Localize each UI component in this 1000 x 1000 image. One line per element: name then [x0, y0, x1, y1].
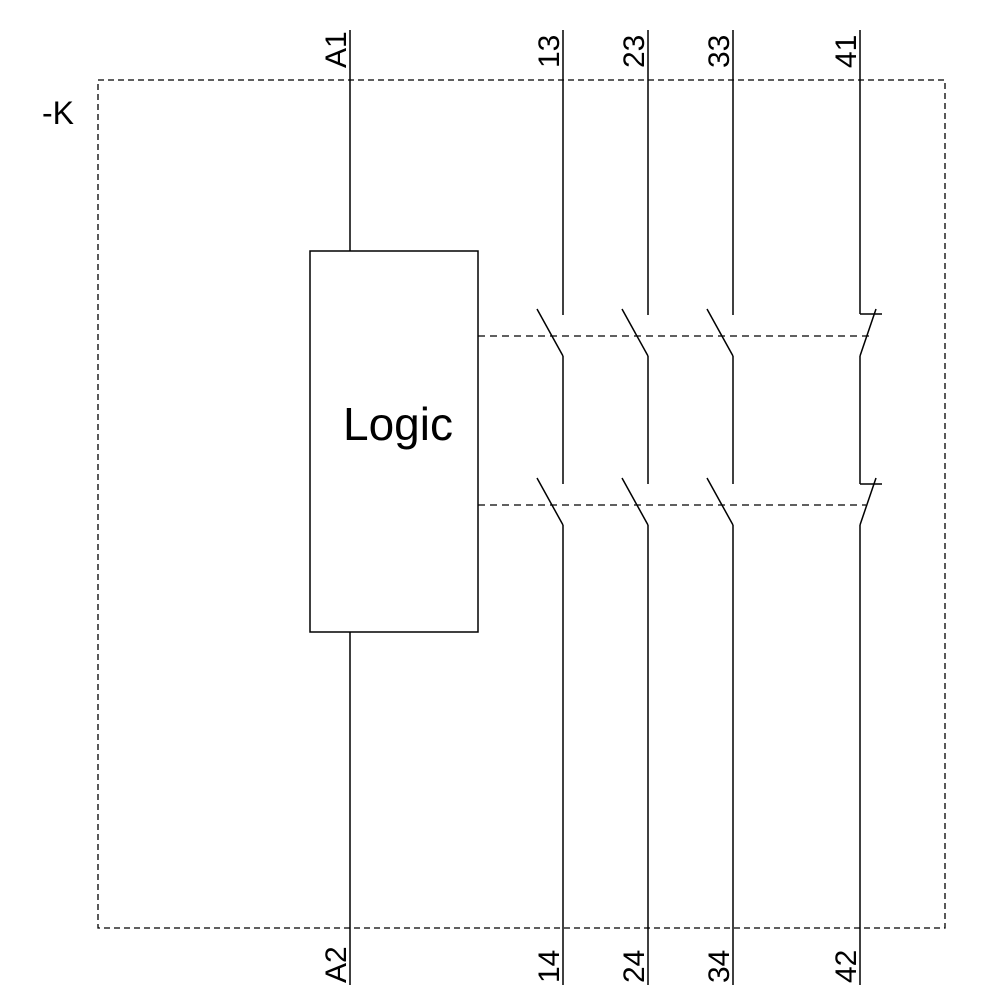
- logic-block: [309, 250, 479, 633]
- terminal-14: 14: [533, 950, 566, 983]
- terminal-13: 13: [533, 35, 566, 68]
- contact-blade: [536, 308, 564, 357]
- contact-blade: [706, 308, 734, 357]
- contact-41-42: 41 42: [830, 30, 882, 985]
- terminal-A2: A2: [320, 946, 353, 983]
- terminal-23: 23: [618, 35, 651, 68]
- device-label: -K: [42, 95, 74, 131]
- terminal-33: 33: [703, 35, 736, 68]
- contact-blade: [536, 477, 564, 526]
- terminal-42: 42: [830, 950, 863, 983]
- contact-blade: [859, 308, 877, 357]
- contact-blade: [859, 477, 877, 526]
- contact-23-24: 23 24: [618, 30, 651, 985]
- contact-blade: [706, 477, 734, 526]
- contact-blade: [621, 308, 649, 357]
- terminal-34: 34: [703, 950, 736, 983]
- terminal-A1: A1: [320, 31, 353, 68]
- contact-33-34: 33 34: [703, 30, 736, 985]
- terminal-24: 24: [618, 950, 651, 983]
- contact-13-14: 13 14: [533, 30, 566, 985]
- device-enclosure: [97, 79, 946, 929]
- contacts: 13 14 23 24 33 34 41 42: [533, 30, 882, 985]
- logic-label: Logic: [343, 398, 453, 450]
- terminal-41: 41: [830, 35, 863, 68]
- contact-blade: [621, 477, 649, 526]
